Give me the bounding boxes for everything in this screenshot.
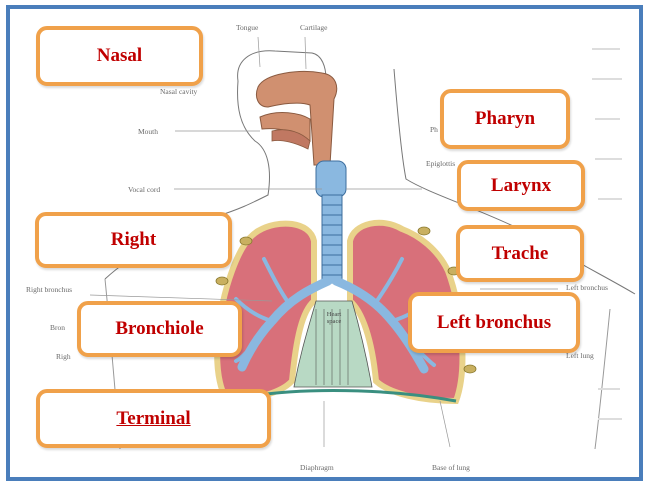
label-box-bronchiole[interactable]: Bronchiole [77,301,242,357]
label-diaphragm: Diaphragm [300,463,334,472]
label-bronchi-partial: Bron [50,323,65,332]
label-right-partial: Righ [56,352,71,361]
trachea-shape [322,195,342,283]
label-base-of-lung: Base of lung [432,463,470,472]
label-tongue: Tongue [236,23,258,32]
label-box-pharynx[interactable]: Pharyn [440,89,570,149]
label-box-trachea[interactable]: Trache [456,225,584,282]
label-epiglottis: Epiglottis [426,159,455,168]
label-box-nasal[interactable]: Nasal [36,26,203,86]
larynx-shape [316,161,346,197]
label-heart-space: Heart space [320,311,348,325]
label-pharynx-partial: Ph [430,125,438,134]
label-mouth: Mouth [138,127,158,136]
label-box-left-bronchus[interactable]: Left bronchus [408,292,580,353]
label-cartilage: Cartilage [300,23,328,32]
label-nasal-cavity: Nasal cavity [160,87,197,96]
label-box-right[interactable]: Right [35,212,232,268]
label-vocal-cord: Vocal cord [128,185,160,194]
label-right-bronchus: Right bronchus [26,285,72,294]
diagram-frame: Tongue Cartilage Nasal cavity Mouth Voca… [6,5,643,481]
label-left-bronchus: Left bronchus [566,283,608,292]
label-box-larynx[interactable]: Larynx [457,160,585,211]
right-arm-outline [595,309,610,449]
label-box-terminal[interactable]: Terminal [36,389,271,448]
